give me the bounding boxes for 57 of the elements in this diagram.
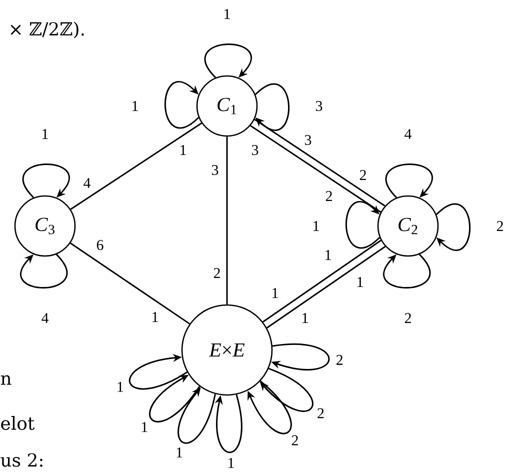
end-label: 1 [272,288,278,298]
end-label: 6 [96,240,104,250]
loop-arrow [204,44,252,78]
end-label: 1 [358,277,363,287]
end-label: 3 [252,144,258,156]
loop-arrow [346,201,380,249]
loop-label: 2 [404,313,411,323]
loop-label: 3 [316,100,322,112]
end-label: 4 [84,178,91,188]
circle-node: C$_{3}$ [14,195,76,257]
end-label: 2 [360,170,366,180]
end-label: 2 [214,268,220,278]
end-label: 1 [302,313,308,323]
loop-label: 4 [42,313,49,323]
loop-label: 1 [132,101,138,111]
loop-label: 1 [176,447,182,458]
loop-arrow [436,203,470,251]
edge-line [70,242,190,324]
end-label: 1 [326,250,331,260]
loop-label: 1 [228,458,234,468]
circle-node: C$_{1}$ [196,75,258,137]
loop-label: 1 [142,422,148,432]
circle-node: E×E [181,304,273,396]
loop-arrow [385,164,433,198]
end-label: 3 [212,164,218,176]
loop-label: 2 [336,354,342,365]
end-label: 1 [180,145,186,155]
circle-node: C$_{2}$ [377,195,439,257]
loop-label: 2 [496,221,503,231]
loop-arrow [22,164,70,198]
edge-line [250,125,382,213]
loop-label: 4 [404,129,412,139]
loop-label: 1 [42,129,48,139]
loop-label: 2 [292,435,298,446]
end-label: 2 [326,191,332,201]
loop-arrow [129,354,188,390]
loop-arrow [20,254,68,288]
loop-arrow [164,81,200,129]
loop-label: 1 [314,221,319,231]
loop-label: 1 [224,9,230,19]
text-fragment: × ℤ/2ℤ). [10,22,84,38]
text-fragment: us 2: [0,453,42,467]
edge-line [266,246,386,328]
edge-line [262,240,382,323]
loop-arrow [383,254,431,288]
edge-line [70,122,202,210]
loop-label: 1 [118,382,124,392]
text-fragment: elot [1,416,35,430]
loop-arrow [248,380,292,434]
loop-arrow [214,394,242,454]
edge-line [226,136,228,304]
end-label: 1 [152,312,158,322]
edge-line [254,118,386,207]
loop-arrow [254,83,290,131]
loop-label: 2 [318,408,324,418]
end-label: 3 [304,134,312,146]
text-fragment: n [0,375,12,385]
